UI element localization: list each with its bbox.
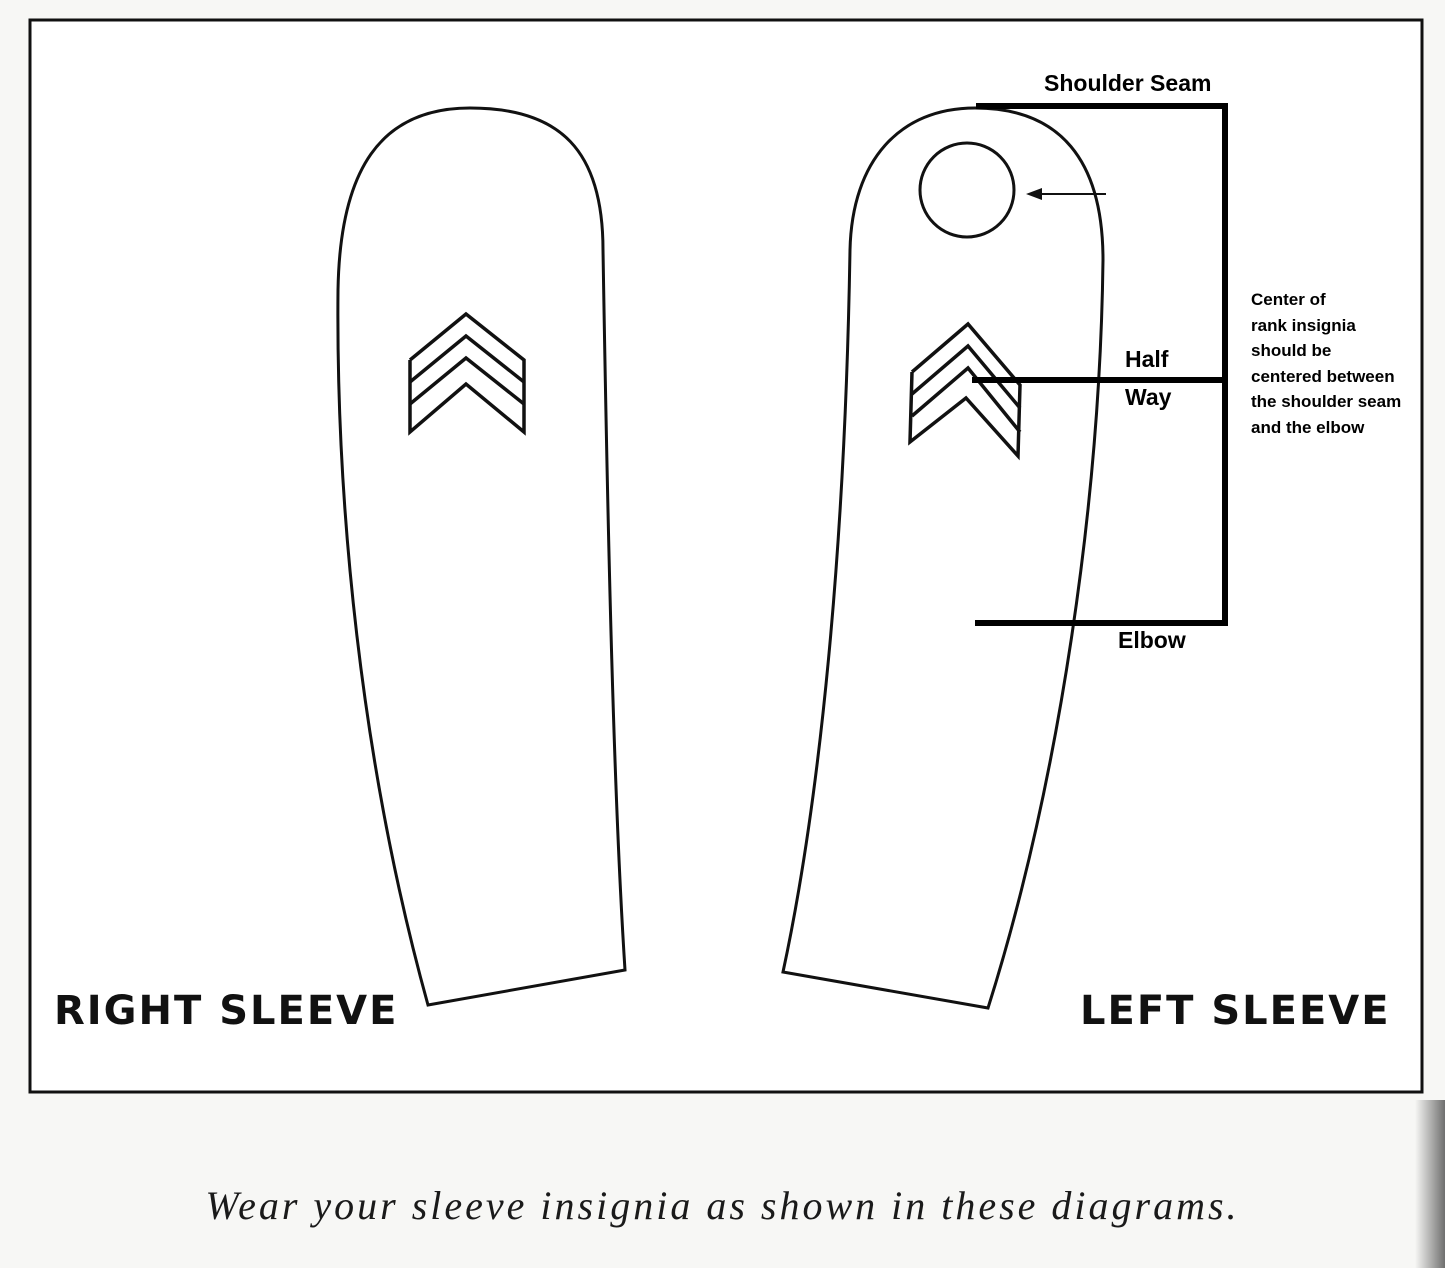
diagram-caption: Wear your sleeve insignia as shown in th… — [205, 1183, 1240, 1228]
elbow-label: Elbow — [1118, 627, 1186, 653]
note-line: the shoulder seam — [1251, 392, 1402, 411]
note-line: and the elbow — [1251, 417, 1365, 437]
left-sleeve-chevrons — [908, 321, 1022, 461]
right-sleeve-label: RIGHT SLEEVE — [54, 988, 399, 1034]
note-line: should be — [1251, 341, 1332, 360]
half-way-label-line1: Half — [1125, 346, 1169, 372]
left-sleeve-label: LEFT SLEEVE — [1080, 988, 1391, 1034]
half-way-label-line2: Way — [1125, 384, 1172, 410]
note-line: rank insignia — [1251, 315, 1356, 335]
insignia-placement-note: Center of rank insignia should be center… — [1251, 287, 1401, 440]
right-sleeve-outline — [336, 106, 627, 1007]
note-line: Center of — [1251, 290, 1326, 309]
unit-patch-circle — [918, 141, 1016, 239]
note-line: centered between — [1251, 366, 1395, 386]
patch-arrow-head — [1026, 188, 1042, 200]
shoulder-seam-label: Shoulder Seam — [1044, 70, 1212, 96]
left-sleeve-outline — [781, 106, 1105, 1010]
right-sleeve-chevrons — [408, 311, 526, 436]
page-edge-shadow — [1415, 1100, 1445, 1268]
diagram-frame — [28, 18, 1424, 1094]
measurement-bracket — [972, 103, 1228, 626]
